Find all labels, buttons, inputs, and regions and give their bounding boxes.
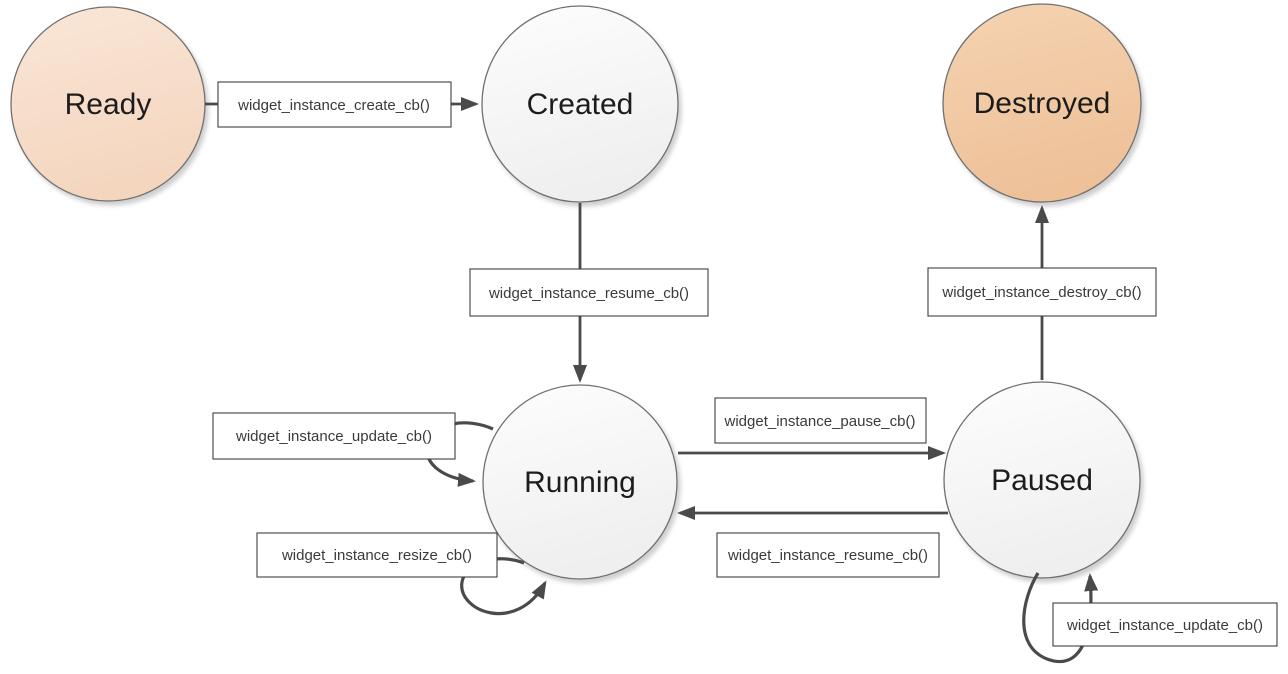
transition-label-box [212, 412, 456, 460]
transition-label-box [927, 267, 1157, 317]
transition-label-text: widget_instance_update_cb() [235, 428, 432, 445]
transition-arrows [205, 97, 1099, 664]
transition-label-text: widget_instance_resize_cb() [281, 547, 472, 564]
transition-label-box [1052, 602, 1278, 647]
state-label-running: Running [524, 466, 636, 499]
transition-label-text: widget_instance_pause_cb() [724, 413, 916, 430]
transition-label-resize-running: widget_instance_resize_cb() [256, 532, 498, 578]
transition-label-box [469, 268, 709, 317]
state-node-destroyed [942, 3, 1142, 203]
transition-label-update-paused: widget_instance_update_cb() [1052, 602, 1278, 647]
transition-labels: widget_instance_create_cb() widget_insta… [212, 81, 1278, 647]
transition-label-pause: widget_instance_pause_cb() [714, 397, 927, 444]
transition-label-box [256, 532, 498, 578]
state-nodes [10, 3, 1142, 580]
transition-label-resume-created: widget_instance_resume_cb() [469, 268, 709, 317]
state-label-created: Created [527, 88, 634, 121]
state-label-destroyed: Destroyed [974, 87, 1111, 120]
transition-label-text: widget_instance_create_cb() [237, 97, 430, 114]
state-node-running [482, 384, 678, 580]
state-labels: Ready Created Destroyed Running Paused [65, 87, 1111, 499]
transition-label-text: widget_instance_update_cb() [1066, 617, 1263, 634]
transition-label-update-running: widget_instance_update_cb() [212, 412, 456, 460]
transition-label-create: widget_instance_create_cb() [217, 81, 452, 128]
transition-label-text: widget_instance_destroy_cb() [941, 284, 1141, 301]
state-node-paused [943, 381, 1141, 579]
transition-label-resume-paused: widget_instance_resume_cb() [716, 532, 940, 578]
transition-label-box [217, 81, 452, 128]
transition-label-destroy: widget_instance_destroy_cb() [927, 267, 1157, 317]
transition-label-text: widget_instance_resume_cb() [488, 285, 689, 302]
state-label-ready: Ready [65, 88, 152, 121]
state-node-created [481, 5, 679, 203]
state-label-paused: Paused [991, 464, 1093, 497]
transition-label-box [714, 397, 927, 444]
transition-label-text: widget_instance_resume_cb() [727, 547, 928, 564]
transition-label-box [716, 532, 940, 578]
